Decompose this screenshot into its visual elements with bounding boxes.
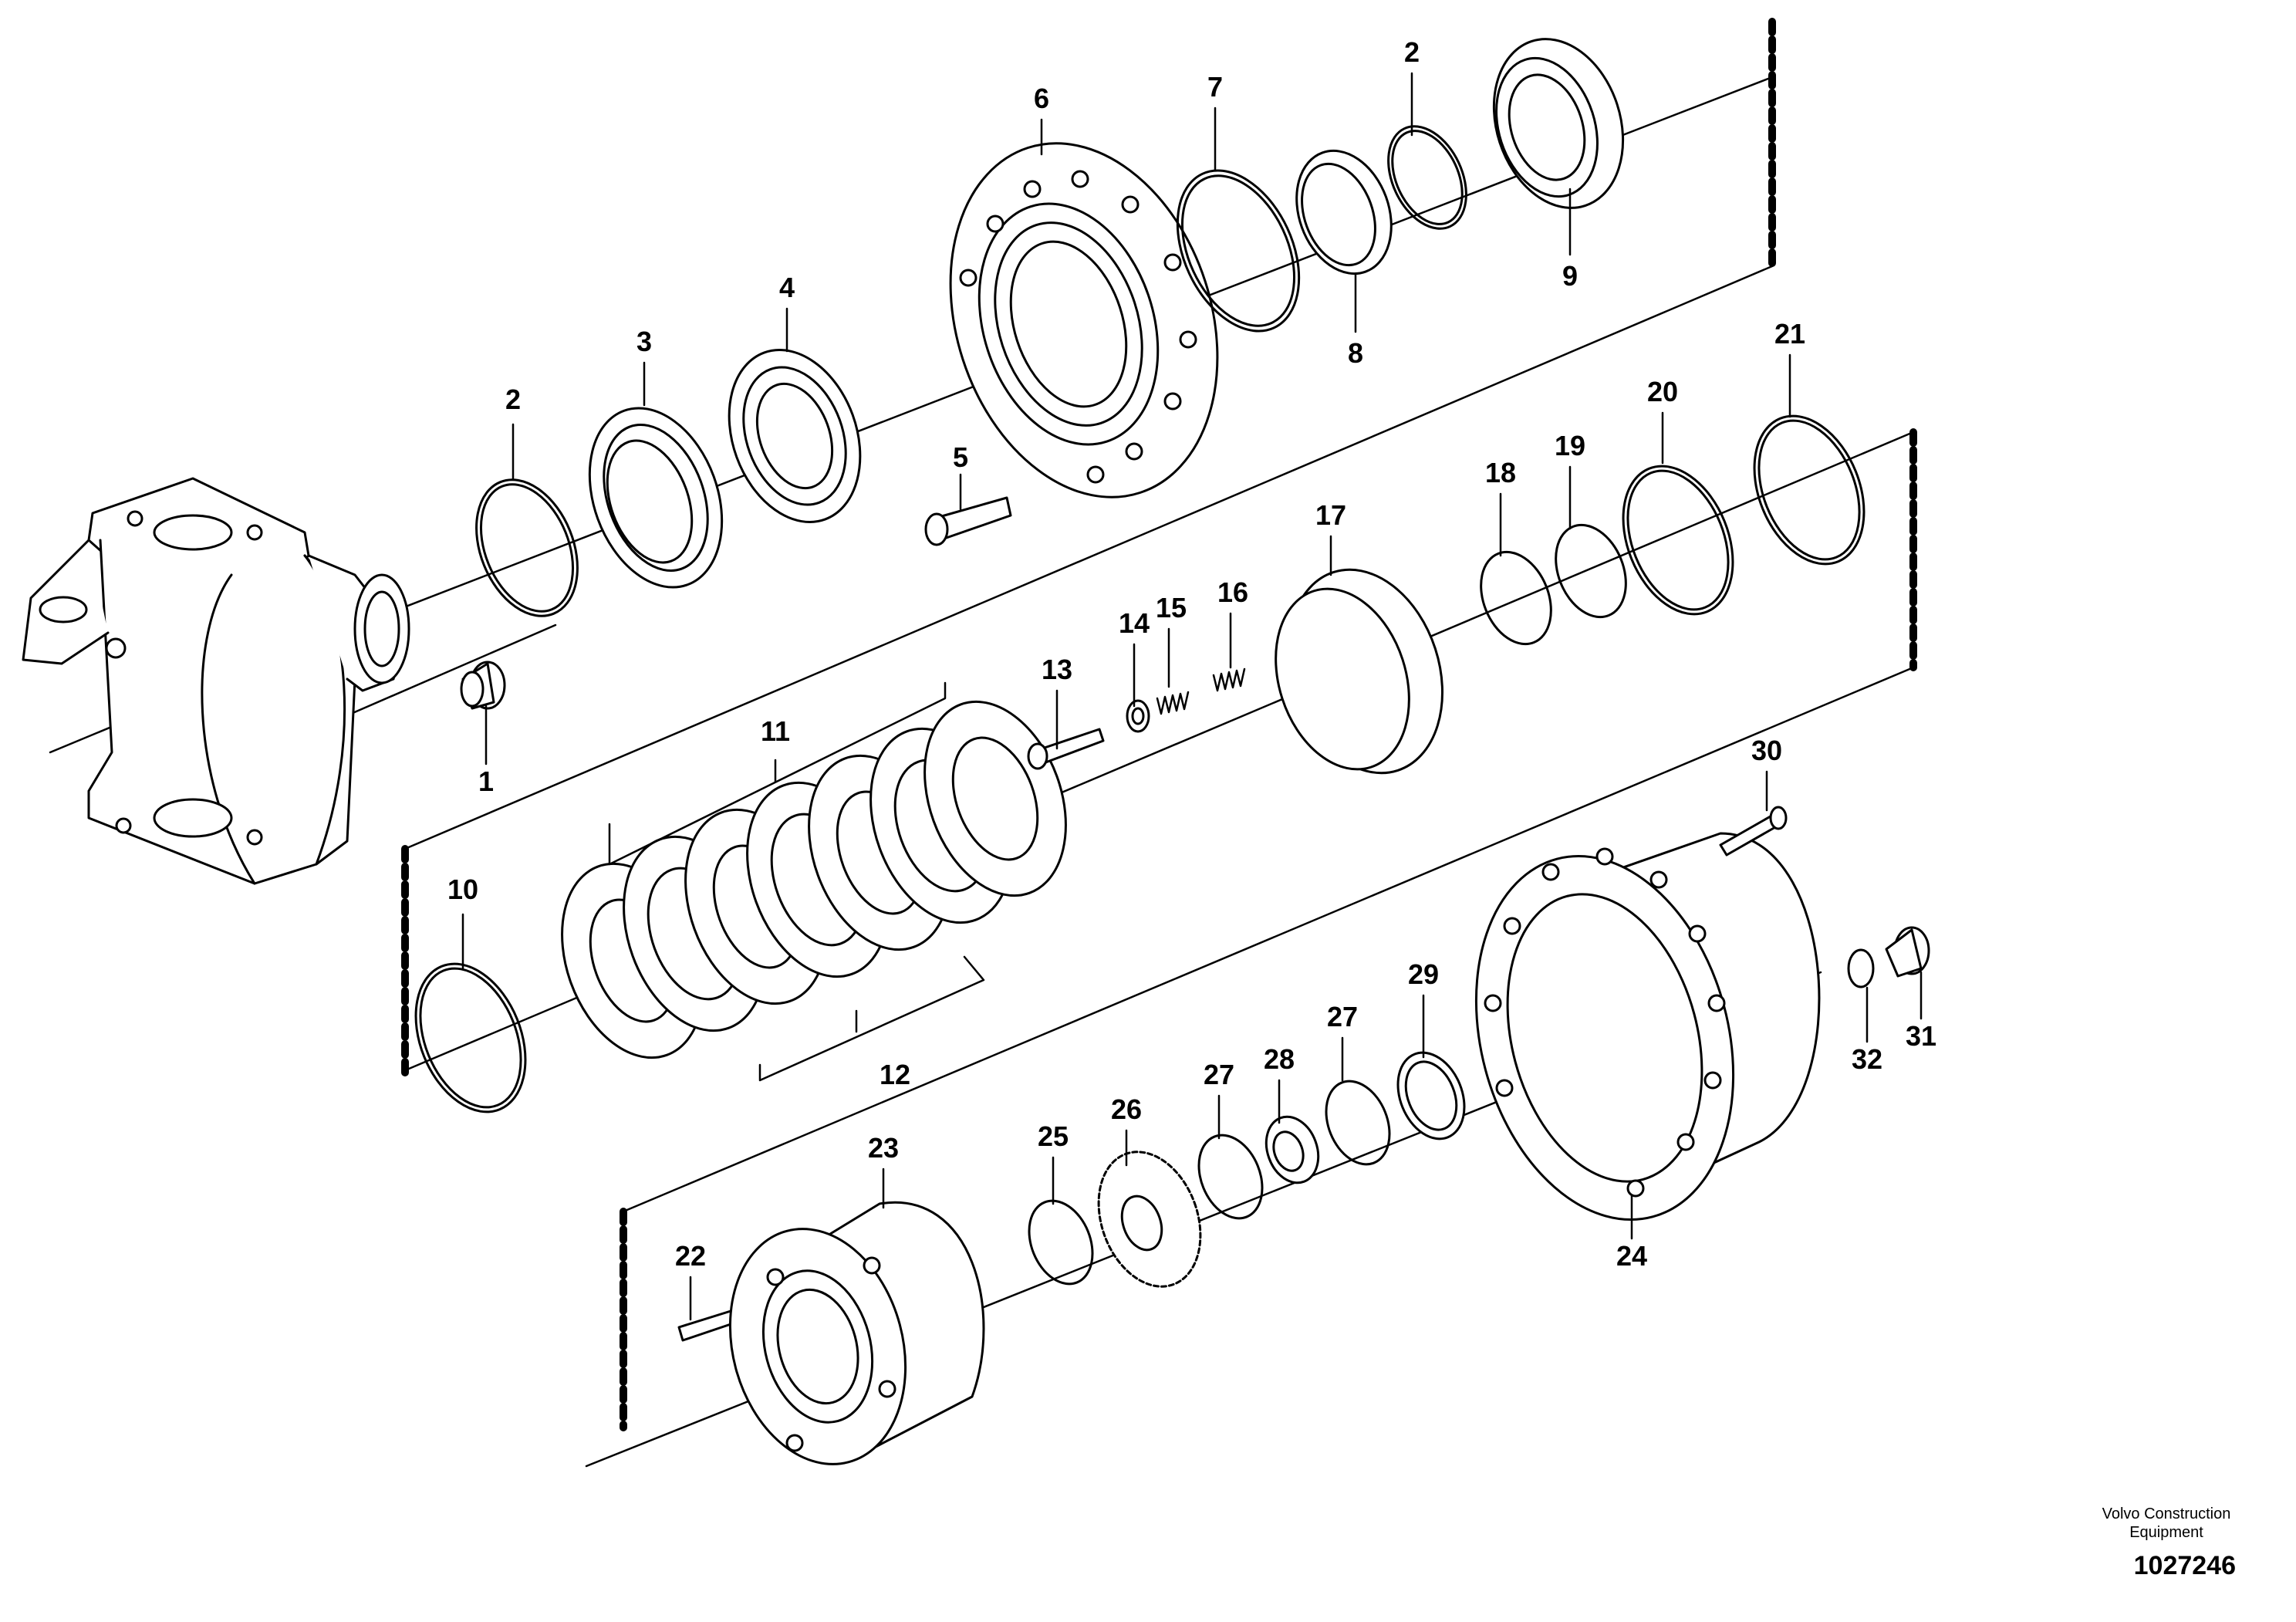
callout-31: 31 — [1906, 1020, 1936, 1052]
washer-32 — [1847, 948, 1875, 988]
bolt-30 — [1719, 806, 1788, 857]
bracket-lines-11-12 — [608, 681, 985, 1082]
callout-1: 1 — [478, 765, 494, 797]
callout-25: 25 — [1038, 1120, 1069, 1152]
thrust-washer-27-lower — [1197, 1134, 1264, 1220]
callout-20: 20 — [1647, 376, 1678, 407]
bearing-9 — [1492, 38, 1625, 209]
brake-discs-11-12 — [561, 700, 1067, 1059]
section-boundary-diagonals — [403, 265, 1915, 1213]
callout-5: 5 — [953, 441, 968, 473]
callout-12: 12 — [880, 1059, 910, 1090]
callout-24: 24 — [1616, 1240, 1647, 1272]
o-ring-20 — [1622, 465, 1734, 616]
callout-18: 18 — [1485, 457, 1516, 488]
bolt-5 — [924, 496, 1012, 546]
thrust-washer-25 — [1028, 1199, 1094, 1286]
o-ring-10 — [414, 962, 527, 1113]
callout-16: 16 — [1217, 576, 1248, 608]
callout-32: 32 — [1852, 1043, 1882, 1075]
callout-14: 14 — [1119, 607, 1150, 639]
plug-31 — [1885, 926, 1930, 978]
callout-2-upper: 2 — [1404, 36, 1420, 68]
planet-gear-26 — [1097, 1151, 1202, 1288]
callout-9: 9 — [1562, 260, 1578, 292]
callout-17: 17 — [1315, 499, 1346, 531]
seal-ring-19 — [1555, 523, 1627, 619]
callout-28: 28 — [1264, 1043, 1295, 1075]
manufacturer-credit: Volvo Construction Equipment — [2089, 1505, 2244, 1542]
callout-27-lower: 27 — [1204, 1059, 1234, 1090]
drawing-number: 1027246 — [2133, 1551, 2236, 1580]
callout-19: 19 — [1555, 430, 1585, 461]
steering-knuckle — [22, 477, 410, 885]
retaining-ring-7 — [1176, 169, 1301, 333]
bearing-28 — [1264, 1115, 1320, 1184]
callout-10: 10 — [447, 874, 478, 905]
thrust-washer-27-upper — [1325, 1080, 1391, 1166]
spring-16 — [1212, 667, 1246, 692]
callout-11: 11 — [761, 715, 790, 747]
bearing-race-8 — [1295, 149, 1393, 275]
callout-27-upper: 27 — [1327, 1001, 1358, 1032]
section-boundary-lines — [401, 18, 1917, 1431]
washer-14 — [1126, 699, 1150, 733]
callout-15: 15 — [1156, 592, 1187, 623]
callout-30: 30 — [1751, 735, 1782, 766]
callout-21: 21 — [1774, 318, 1805, 350]
o-ring-2-lower — [475, 478, 579, 617]
callout-22: 22 — [675, 1240, 706, 1272]
callout-2-lower: 2 — [505, 384, 521, 415]
ring-gear-carrier-23 — [728, 1201, 985, 1465]
callout-8: 8 — [1348, 337, 1363, 369]
credit-line-2: Equipment — [2129, 1524, 2203, 1541]
bolt-13 — [1027, 728, 1105, 770]
callout-29: 29 — [1408, 958, 1439, 990]
o-ring-21 — [1753, 414, 1866, 566]
spring-15 — [1156, 691, 1190, 715]
o-ring-2-upper — [1387, 125, 1467, 230]
callout-26: 26 — [1111, 1093, 1142, 1125]
callout-leader-lines — [461, 72, 1923, 1321]
callout-numbers: 1 2 2 3 4 5 6 7 8 9 10 11 12 13 14 15 16… — [447, 36, 1936, 1272]
seal-ring-18 — [1480, 550, 1552, 646]
bearing-4 — [728, 349, 862, 523]
callout-3: 3 — [636, 326, 652, 357]
planet-carrier-drum-24 — [1474, 832, 1821, 1221]
credit-line-1: Volvo Construction — [2102, 1505, 2231, 1522]
wheel-hub-6 — [949, 142, 1219, 498]
callout-6: 6 — [1034, 83, 1049, 114]
callout-4: 4 — [779, 272, 795, 303]
callout-13: 13 — [1042, 654, 1072, 685]
callout-23: 23 — [868, 1132, 899, 1164]
plug-1 — [460, 661, 506, 710]
seal-3 — [588, 407, 724, 589]
lock-plate-29 — [1396, 1051, 1466, 1140]
piston-17 — [1275, 568, 1444, 775]
callout-7: 7 — [1207, 71, 1223, 103]
